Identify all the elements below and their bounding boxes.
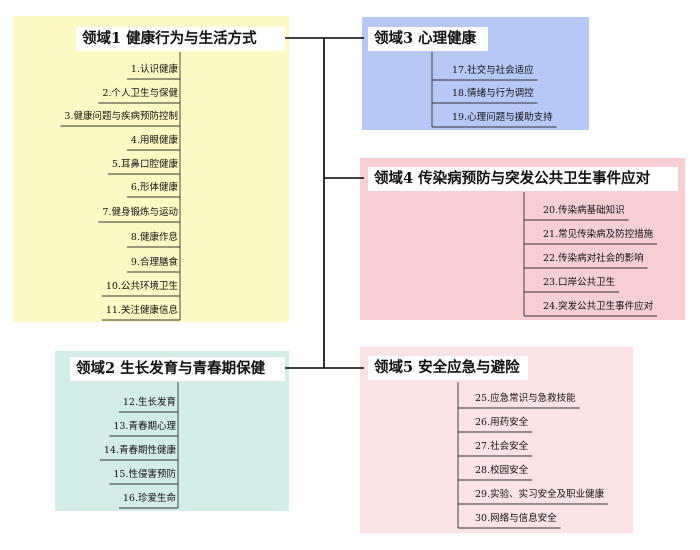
domain-5-item: 26.用药安全 [475, 417, 529, 428]
domain-2-item: 12.生长发育 [122, 397, 176, 408]
domain-5-item: 30.网络与信息安全 [475, 513, 557, 524]
domain-1-item: 5.耳鼻口腔健康 [111, 159, 178, 170]
domain-5-item: 25.应急常识与急救技能 [475, 393, 576, 404]
domain-4-item: 20.传染病基础知识 [543, 205, 625, 216]
domain-2-item: 13.青春期心理 [113, 421, 176, 432]
domain-4-title: 领域4 传染病预防与突发公共卫生事件应对 [368, 167, 678, 191]
domain-1-item: 10.公共环境卫生 [105, 281, 178, 292]
domain-4-item: 23.口岸公共卫生 [543, 277, 616, 288]
domain-1-item: 6.形体健康 [130, 182, 178, 193]
domain-2-title: 领域2 生长发育与青春期保健 [70, 357, 285, 381]
domain-1-item: 1.认识健康 [130, 64, 178, 75]
domain-3-title: 领域3 心理健康 [368, 27, 488, 51]
domain-2-item: 16.珍爱生命 [122, 493, 176, 504]
domain-1-item: 8.健康作息 [130, 232, 178, 243]
domain-2-item: 14.青春期性健康 [103, 445, 176, 456]
domain-3-item: 17.社交与社会适应 [452, 65, 534, 76]
domain-5-item: 27.社会安全 [475, 441, 529, 452]
domain-5-item: 28.校园安全 [475, 465, 529, 476]
domain-4-item: 22.传染病对社会的影响 [543, 253, 644, 264]
domain-2-item: 15.性侵害预防 [113, 469, 176, 480]
domain-1-item: 9.合理膳食 [130, 257, 178, 268]
domain-1-panel [13, 16, 289, 322]
domain-4-item: 21.常见传染病及防控措施 [543, 229, 654, 240]
domain-1-title: 领域1 健康行为与生活方式 [76, 27, 285, 51]
domain-1-item: 2.个人卫生与保健 [102, 88, 178, 99]
domain-1-item: 7.健身锻炼与运动 [102, 207, 178, 218]
domain-5-item: 29.实验、实习安全及职业健康 [475, 489, 605, 500]
domain-1-item: 4.用眼健康 [130, 135, 178, 146]
domain-3-item: 19.心理问题与援助支持 [452, 112, 553, 123]
domain-5-title: 领域5 安全应急与避险 [368, 356, 528, 380]
domain-4-item: 24.突发公共卫生事件应对 [543, 301, 654, 312]
domain-1-item: 11.关注健康信息 [105, 305, 178, 316]
domain-1-item: 3.健康问题与疾病预防控制 [64, 111, 178, 122]
domain-3-item: 18.情绪与行为调控 [452, 88, 534, 99]
